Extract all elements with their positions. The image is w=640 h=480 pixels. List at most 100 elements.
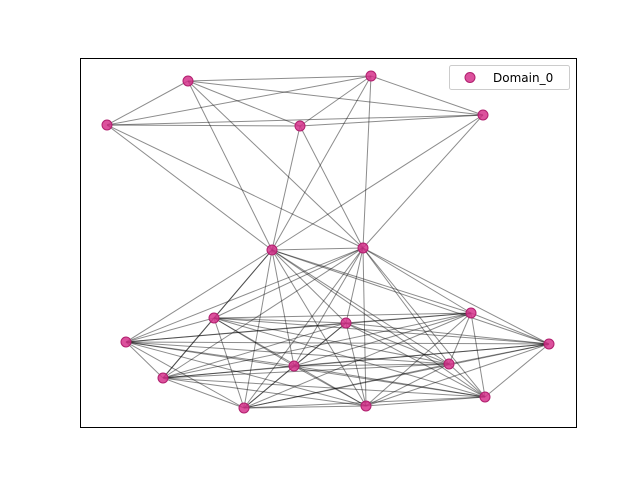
edge-K-R	[125, 341, 367, 407]
node-G	[357, 242, 369, 254]
edge-L-P	[484, 343, 550, 398]
edge-A-E	[187, 80, 484, 116]
edge-F-R	[271, 249, 367, 407]
edge-C-G	[106, 124, 364, 249]
edge-F-I	[271, 249, 347, 324]
node-D	[294, 120, 306, 132]
legend: Domain_0	[449, 65, 570, 90]
edge-H-K	[125, 317, 215, 343]
edge-H-I	[213, 317, 347, 324]
edge-G-Q	[243, 247, 364, 409]
node-L	[543, 338, 555, 350]
edge-B-G	[362, 75, 372, 249]
edge-E-G	[362, 114, 484, 249]
legend-label: Domain_0	[493, 71, 553, 85]
edge-M-O	[162, 365, 295, 379]
node-H	[208, 312, 220, 324]
edge-J-K	[125, 312, 472, 343]
legend-marker	[464, 72, 476, 83]
edge-K-L	[125, 341, 550, 345]
edge-K-N	[125, 341, 450, 365]
edge-G-N	[362, 247, 450, 365]
edge-L-M	[293, 343, 550, 367]
edge-K-O	[125, 341, 164, 379]
edge-F-H	[213, 249, 273, 319]
edge-G-P	[362, 247, 486, 398]
edge-G-R	[362, 247, 367, 407]
edge-B-C	[106, 75, 372, 126]
edge-C-F	[106, 124, 273, 251]
node-J	[465, 307, 477, 319]
edge-I-O	[162, 322, 347, 379]
edge-N-Q	[243, 363, 450, 409]
edge-K-P	[125, 341, 486, 398]
edges-layer	[106, 75, 550, 409]
edge-E-F	[271, 114, 484, 251]
edge-B-E	[370, 75, 484, 116]
node-F	[266, 244, 278, 256]
node-O	[157, 372, 169, 384]
edge-A-D	[187, 80, 301, 127]
edge-G-K	[125, 247, 364, 343]
edge-I-R	[345, 322, 367, 407]
node-E	[477, 109, 489, 121]
edge-M-N	[293, 363, 450, 367]
edge-A-B	[187, 75, 372, 82]
edge-J-R	[365, 312, 472, 407]
edge-J-L	[470, 312, 550, 345]
edge-I-N	[345, 322, 450, 365]
edge-C-D	[106, 124, 301, 127]
edge-O-Q	[162, 377, 245, 409]
node-C	[101, 119, 113, 131]
edge-H-J	[213, 312, 472, 319]
edge-N-O	[162, 363, 450, 379]
edge-J-M	[293, 312, 472, 367]
edge-M-R	[293, 365, 367, 407]
node-P	[479, 391, 491, 403]
node-N	[443, 358, 455, 370]
edge-D-F	[271, 125, 301, 251]
node-I	[340, 317, 352, 329]
edge-M-P	[293, 365, 486, 398]
node-Q	[238, 402, 250, 414]
edge-F-L	[271, 249, 550, 345]
nodes-layer	[101, 70, 555, 414]
edge-L-O	[162, 343, 550, 379]
edge-A-G	[187, 80, 364, 249]
edge-H-N	[213, 317, 450, 365]
edge-J-P	[470, 312, 486, 398]
edge-G-J	[362, 247, 472, 314]
edge-I-P	[345, 322, 486, 398]
edge-F-M	[271, 249, 295, 367]
edge-B-F	[271, 75, 372, 251]
edge-I-K	[125, 322, 347, 343]
edge-F-Q	[243, 249, 273, 409]
edge-D-G	[299, 125, 364, 249]
edge-K-Q	[125, 341, 245, 409]
edge-I-J	[345, 312, 472, 324]
edge-F-G	[271, 247, 364, 251]
edge-K-M	[125, 341, 295, 367]
edge-O-R	[162, 377, 367, 407]
edge-C-E	[106, 114, 484, 126]
edge-F-N	[271, 249, 450, 365]
edge-F-K	[125, 249, 273, 343]
edge-L-N	[448, 343, 550, 365]
edge-J-N	[448, 312, 472, 365]
edge-B-D	[299, 75, 372, 127]
edge-Q-R	[243, 405, 367, 409]
node-R	[360, 400, 372, 412]
edge-H-R	[213, 317, 367, 407]
edge-J-O	[162, 312, 472, 379]
edge-H-M	[213, 317, 295, 367]
edge-D-E	[299, 114, 484, 127]
edge-F-P	[271, 249, 486, 398]
edge-P-R	[365, 396, 486, 407]
plot-frame	[80, 58, 577, 428]
edge-I-L	[345, 322, 550, 345]
edge-N-P	[448, 363, 486, 398]
edge-N-R	[365, 363, 450, 407]
edge-G-H	[213, 247, 364, 319]
edge-G-M	[293, 247, 364, 367]
edge-L-Q	[243, 343, 550, 409]
